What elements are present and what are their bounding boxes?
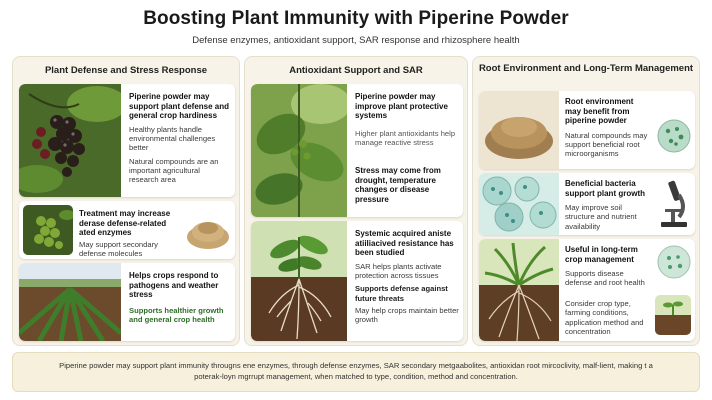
berries-image xyxy=(19,84,121,197)
pepper-plant-image xyxy=(251,84,347,217)
card-pathogen-response: Helps crops respond to pathogens and wea… xyxy=(19,263,235,341)
card-beneficial-bacteria: Beneficial bacteria support plant growth… xyxy=(479,173,695,235)
card-text: Piperine powder may support plant defens… xyxy=(129,92,230,185)
card-defense-hardiness: Piperine powder may support plant defens… xyxy=(19,84,235,197)
page-title: Boosting Plant Immunity with Piperine Po… xyxy=(143,8,569,29)
microbe-dish-image xyxy=(657,119,691,153)
footer-text: Piperine powder may support plant immuni… xyxy=(59,361,653,381)
card-text: Piperine powder may improve plant protec… xyxy=(355,92,456,148)
card-text: Systemic acquired aniste atiiliacived re… xyxy=(355,229,459,325)
column-title: Antioxidant Support and SAR xyxy=(289,65,423,76)
card-text: Root environment may benefit from piperi… xyxy=(565,97,648,159)
card-text: Useful in long-term crop management Supp… xyxy=(565,245,645,288)
card-systemic-resistance: Systemic acquired aniste atiiliacived re… xyxy=(251,221,463,341)
column-title: Plant Defense and Stress Response xyxy=(44,65,208,76)
corn-roots-image xyxy=(479,239,559,341)
green-berries-image xyxy=(23,205,73,255)
column-root-environment: Root Environment and Long-Term Managemen… xyxy=(472,56,700,346)
piperine-powder-image xyxy=(185,205,231,255)
summary-footer: Piperine powder may support plant immuni… xyxy=(12,352,700,392)
petri-dishes-image xyxy=(479,173,559,235)
header: Boosting Plant Immunity with Piperine Po… xyxy=(0,8,712,46)
card-defense-enzymes: Treatment may increase derase defense-re… xyxy=(19,201,235,259)
culture-dish-image xyxy=(657,245,691,279)
card-root-environment: Root environment may benefit from piperi… xyxy=(479,91,695,169)
card-text: Treatment may increase derase defense-re… xyxy=(79,209,171,259)
card-long-term-management: Useful in long-term crop management Supp… xyxy=(479,239,695,341)
seedling-roots-image xyxy=(251,221,347,341)
card-text: Beneficial bacteria support plant growth… xyxy=(565,179,645,231)
card-protective-systems: Piperine powder may improve plant protec… xyxy=(251,84,463,217)
crop-field-image xyxy=(19,263,121,341)
column-plant-defense: Plant Defense and Stress Response xyxy=(12,56,240,346)
column-antioxidant-sar: Antioxidant Support and SAR Piperine pow… xyxy=(244,56,468,346)
microscope-icon xyxy=(655,177,691,231)
card-text-stress: Stress may come from drought, temperatur… xyxy=(355,166,441,204)
page-subtitle: Defense enzymes, antioxidant support, SA… xyxy=(192,35,520,46)
column-title: Root Environment and Long-Term Managemen… xyxy=(478,63,694,74)
card-text-consider: Consider crop type, farming conditions, … xyxy=(565,299,644,336)
piperine-powder-bowl-image xyxy=(479,91,559,169)
soil-seedling-image xyxy=(655,295,691,335)
card-text: Helps crops respond to pathogens and wea… xyxy=(129,271,224,325)
